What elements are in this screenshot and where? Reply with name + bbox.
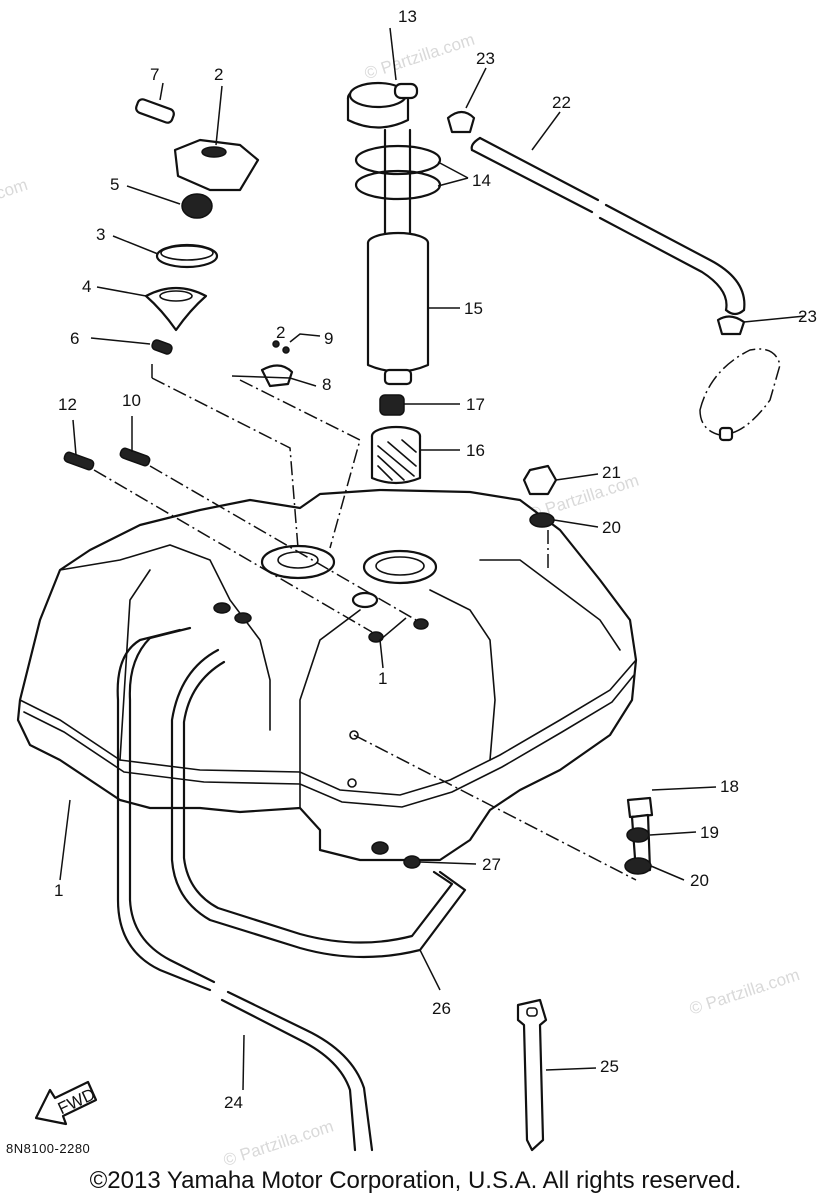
callout-2: 2 [214,65,223,84]
callout-7: 7 [150,65,159,84]
callout-labels: 13 23 22 7 2 5 14 3 4 15 23 6 2 9 8 12 1… [54,7,817,1112]
callout-16: 16 [466,441,485,460]
callout-8: 8 [322,375,331,394]
drain-hose-26 [170,648,467,959]
callout-15: 15 [464,299,483,318]
callout-23: 23 [798,307,817,326]
watermark: © Partzilla.com [221,1117,336,1170]
callout-22: 22 [552,93,571,112]
callout-27: 27 [482,855,501,874]
callout-12: 12 [58,395,77,414]
callout-18: 18 [720,777,739,796]
fuel-cap-assembly [135,98,260,355]
watermark: © Partzilla.com [687,965,802,1018]
callout-26: 26 [432,999,451,1018]
callout-20: 20 [602,518,621,537]
tank-strap-25 [516,998,548,1152]
watermark: © Partzilla.com [0,175,30,228]
callout-23: 23 [476,49,495,68]
callout-5: 5 [110,175,119,194]
callout-1: 1 [54,881,63,900]
callout-3: 3 [96,225,105,244]
callout-9: 9 [324,329,333,348]
copyright-notice: ©2013 Yamaha Motor Corporation, U.S.A. A… [89,1167,742,1194]
diagram-code: 8N8100-2280 [6,1141,91,1156]
callout-2: 2 [276,323,285,342]
callout-21: 21 [602,463,621,482]
small-parts-8-9 [260,340,294,388]
callout-6: 6 [70,329,79,348]
watermark: © Partzilla.com [362,30,477,83]
callout-19: 19 [700,823,719,842]
fwd-arrow-icon: FWD [34,1080,98,1126]
leader-lines [59,27,806,1091]
callout-1: 1 [378,669,387,688]
callout-25: 25 [600,1057,619,1076]
fuel-tank [16,488,638,862]
fasteners [63,447,654,875]
callout-24: 24 [224,1093,243,1112]
callout-13: 13 [398,7,417,26]
callout-4: 4 [82,277,91,296]
hose-22-and-clamps [446,110,781,442]
callout-10: 10 [122,391,141,410]
fuel-pump-assembly [346,81,442,485]
callout-20: 20 [690,871,709,890]
breather-hose-24 [116,626,374,1152]
callout-14: 14 [472,171,491,190]
callout-17: 17 [466,395,485,414]
